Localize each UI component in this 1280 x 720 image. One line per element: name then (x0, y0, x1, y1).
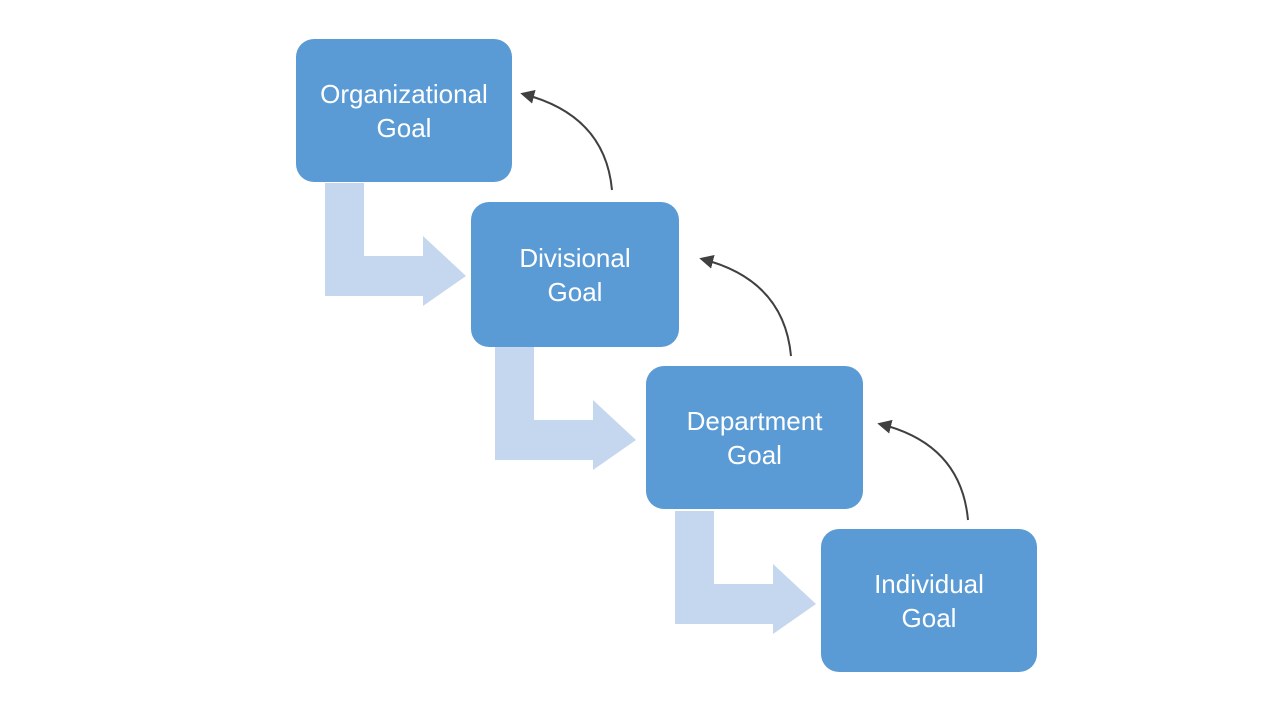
department-goal-box: Department Goal (646, 366, 863, 509)
individual-goal-label: Individual Goal (874, 568, 984, 633)
organizational-goal-box: Organizational Goal (296, 39, 512, 182)
divisional-goal-label: Divisional Goal (519, 242, 631, 307)
divisional-goal-box: Divisional Goal (471, 202, 679, 347)
feedback-arrow-2 (699, 255, 792, 357)
cascade-arrow-2 (495, 347, 636, 470)
organizational-goal-label: Organizational Goal (320, 78, 488, 143)
feedback-arrow-3 (877, 419, 969, 521)
cascade-arrow-3 (675, 511, 816, 634)
feedback-arrow-1 (520, 90, 613, 191)
individual-goal-box: Individual Goal (821, 529, 1037, 672)
cascade-arrow-1 (325, 183, 466, 306)
department-goal-label: Department Goal (686, 405, 823, 470)
